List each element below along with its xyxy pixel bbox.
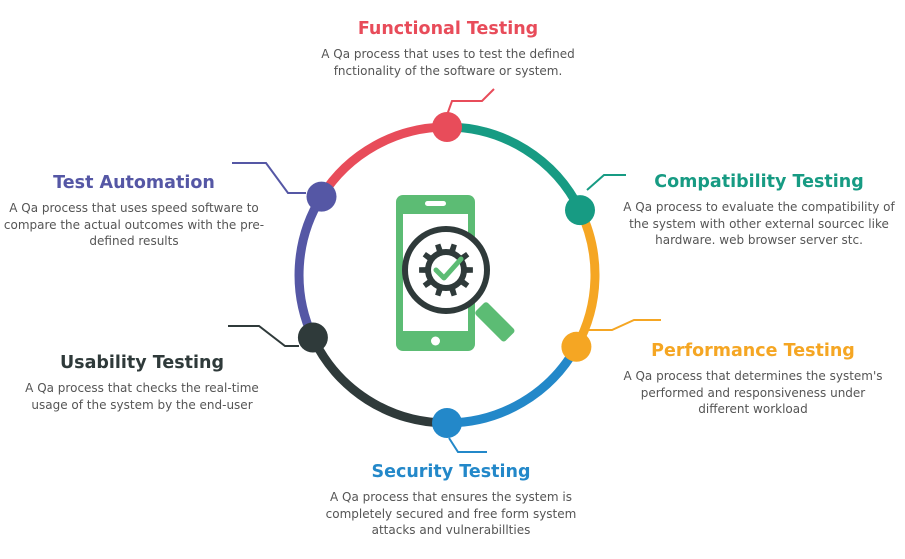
security-block: Security Testing A Qa process that ensur… [310, 461, 592, 539]
compatibility-arc [446, 122, 585, 213]
functional-title: Functional Testing [357, 19, 539, 39]
compatibility-description: A Qa process to evaluate the compatibili… [623, 200, 895, 247]
usability-block: Usability Testing A Qa process that chec… [8, 352, 276, 413]
functional-block: Functional Testing A Qa process that use… [298, 18, 598, 79]
magnifier-handle [475, 302, 515, 342]
performance-block: Performance Testing A Qa process that de… [614, 340, 892, 418]
security-description: A Qa process that ensures the system is … [325, 490, 577, 537]
automation-description: A Qa process that uses speed software to… [3, 201, 265, 248]
functional-leader-line [446, 88, 495, 116]
usability-leader-line [228, 325, 299, 347]
automation-leader-line [232, 162, 306, 194]
compatibility-block: Compatibility Testing A Qa process to ev… [614, 171, 904, 249]
automation-title: Test Automation [53, 173, 215, 193]
smartphone-speaker [425, 201, 446, 206]
functional-arc [317, 122, 448, 199]
performance-arc [572, 208, 600, 349]
security-node [432, 408, 462, 438]
security-title: Security Testing [371, 462, 531, 482]
automation-block: Test Automation A Qa process that uses s… [0, 172, 268, 250]
functional-description: A Qa process that uses to test the defin… [321, 47, 575, 78]
performance-title: Performance Testing [651, 341, 855, 361]
functional-node [432, 112, 462, 142]
smartphone-home-button [431, 336, 440, 346]
security-leader-line [448, 437, 487, 453]
performance-description: A Qa process that determines the system'… [623, 369, 883, 416]
performance-node [561, 331, 592, 362]
usability-title: Usability Testing [59, 353, 225, 373]
compatibility-leader-line [586, 174, 626, 191]
usability-node [297, 322, 328, 353]
gear-hub [431, 255, 461, 285]
security-arc [446, 344, 581, 428]
usability-description: A Qa process that checks the real-time u… [25, 381, 259, 412]
automation-arc [294, 194, 326, 340]
compatibility-title: Compatibility Testing [654, 172, 864, 192]
automation-node [306, 181, 337, 212]
performance-leader-line [588, 319, 661, 331]
compatibility-node [565, 195, 595, 226]
usability-arc [308, 335, 448, 428]
checkmark-icon [433, 256, 464, 281]
